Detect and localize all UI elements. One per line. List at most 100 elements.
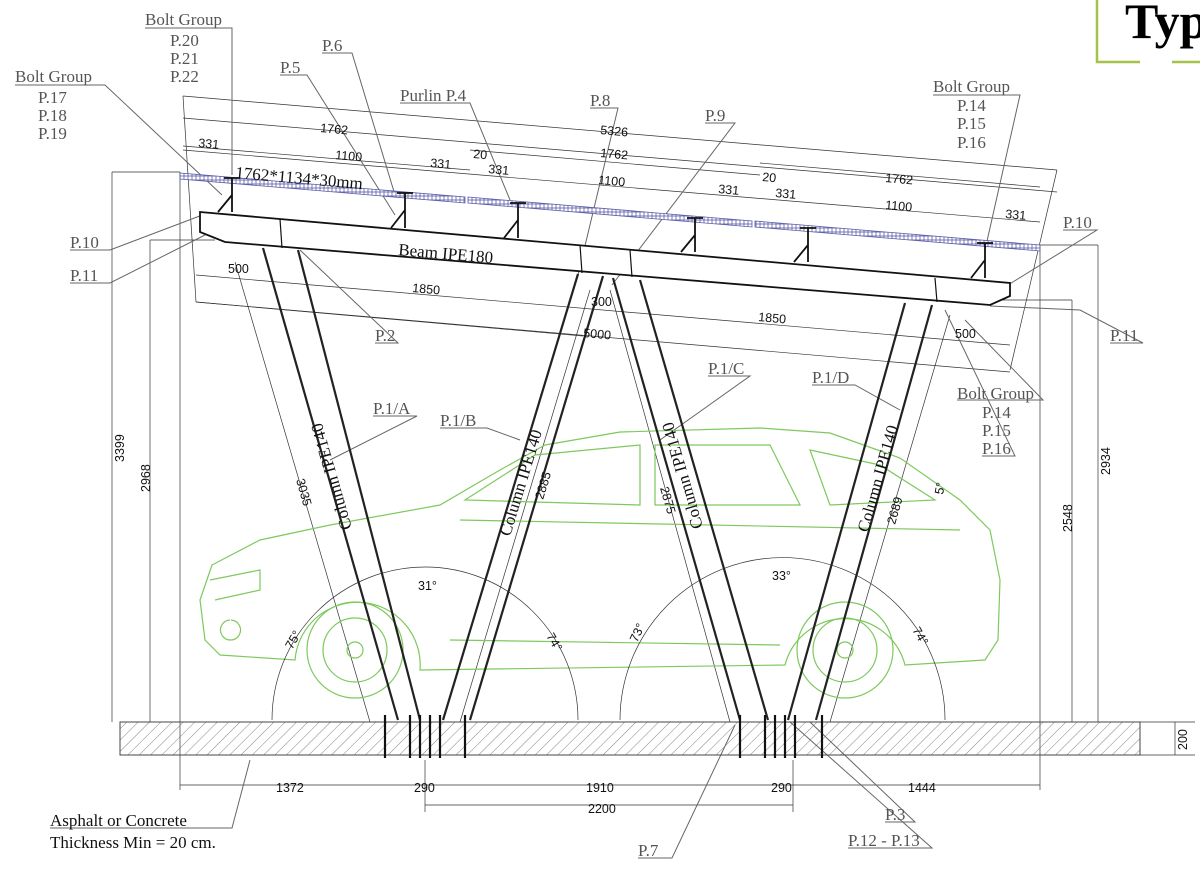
part-label: P.11: [70, 266, 98, 285]
part-label: P.7: [638, 841, 659, 860]
ground-note-line: Thickness Min = 20 cm.: [50, 833, 216, 852]
angle-text: 75°: [282, 628, 304, 651]
dim-text: 1910: [586, 781, 614, 795]
part-label: P.10: [70, 233, 99, 252]
column-label: Column IPE140: [307, 421, 356, 532]
angle-text: 74°: [909, 625, 931, 648]
title-text: Typ: [1125, 0, 1200, 49]
dim-text: 2875: [657, 485, 678, 516]
part-label: P.1/B: [440, 411, 476, 430]
dim-text: 5°: [932, 481, 948, 495]
dim-text: 3035: [293, 477, 314, 508]
dim-text: 2548: [1061, 504, 1075, 532]
dim-text: 290: [414, 781, 435, 795]
component-labels: 1762*1134*30mm Beam IPE180 Column IPE140…: [235, 163, 903, 538]
dim-text: 331: [198, 136, 220, 152]
dim-text: 331: [430, 156, 452, 172]
callouts: Bolt Group P.20 P.21 P.22 Bolt Group P.1…: [15, 10, 1138, 860]
dim-text: 1444: [908, 781, 936, 795]
part-label: P.2: [375, 326, 395, 345]
angle-text: 31°: [418, 579, 437, 593]
column-p1d: [786, 302, 934, 721]
dim-text: 1762: [885, 171, 914, 187]
dimension-texts: 1762 5326 1762 1762 331 1100 331 20 331 …: [113, 121, 1190, 816]
dim-text: 1100: [598, 173, 626, 189]
dim-text: 200: [1176, 729, 1190, 750]
dim-text: 5000: [583, 326, 612, 342]
part-label: Purlin P.4: [400, 86, 467, 105]
title-block: Typ: [1095, 0, 1200, 64]
title-frame: [1095, 0, 1200, 64]
part-label: P.19: [38, 124, 67, 143]
part-label: P.16: [957, 133, 986, 152]
dim-text: 1762: [600, 146, 629, 162]
dim-text: 1100: [335, 148, 363, 164]
solar-panel: [467, 196, 753, 228]
bolt-group-label: Bolt Group: [957, 384, 1034, 403]
part-label: P.14: [957, 96, 986, 115]
ground-note-line: Asphalt or Concrete: [50, 811, 187, 830]
part-label: P.15: [982, 421, 1011, 440]
angle-text: 33°: [772, 569, 791, 583]
part-label: P.10: [1063, 213, 1092, 232]
dim-text: 3399: [113, 434, 127, 462]
solar-panel: [754, 220, 1041, 252]
beam-ipe180: [199, 211, 1011, 306]
column-p1c: [611, 277, 770, 721]
part-label: P.1/A: [373, 399, 411, 418]
dim-text: 2968: [139, 464, 153, 492]
column-p1a: [261, 247, 422, 721]
part-label: P.22: [170, 67, 199, 86]
columns: [261, 247, 934, 721]
part-label: P.21: [170, 49, 199, 68]
angle-text: 73°: [627, 621, 648, 644]
dim-text: 500: [955, 327, 976, 341]
dim-text: 331: [1005, 207, 1027, 223]
dim-text: 2885: [532, 470, 554, 501]
dim-text: 500: [228, 262, 249, 276]
solar-panel: [179, 172, 466, 204]
dim-text: 20: [473, 147, 488, 162]
part-label: P.5: [280, 58, 300, 77]
dim-text: 1372: [276, 781, 304, 795]
part-label: P.12 - P.13: [848, 831, 920, 850]
ground-note: Asphalt or Concrete Thickness Min = 20 c…: [50, 811, 216, 852]
dim-text: 20: [762, 170, 777, 185]
car-outline: [199, 427, 1001, 699]
dim-text: 1850: [412, 281, 441, 297]
dim-text: 1100: [885, 198, 913, 214]
column-p1b: [441, 273, 605, 721]
dim-text: 290: [771, 781, 792, 795]
dim-text: 2689: [884, 495, 905, 526]
part-label: P.9: [705, 106, 725, 125]
bolt-group-label: Bolt Group: [15, 67, 92, 86]
part-label: P.1/D: [812, 368, 849, 387]
ground-slab: [119, 715, 1141, 758]
part-label: P.18: [38, 106, 67, 125]
bolt-group-label: Bolt Group: [933, 77, 1010, 96]
angle-text: 74°: [543, 631, 565, 654]
part-label: P.6: [322, 36, 342, 55]
part-label: P.3: [885, 805, 905, 824]
part-label: P.1/C: [708, 359, 744, 378]
dim-text: 331: [488, 162, 510, 178]
bolt-group-label: Bolt Group: [145, 10, 222, 29]
dim-text: 331: [718, 182, 740, 198]
angle-arcs: [271, 557, 946, 721]
part-label: P.20: [170, 31, 199, 50]
part-label: P.14: [982, 403, 1011, 422]
purlins: [217, 177, 993, 279]
part-label: P.11: [1110, 326, 1138, 345]
solar-panels: [179, 172, 1041, 252]
dimension-lines: [15, 27, 1195, 859]
dim-text: 1762: [320, 121, 349, 137]
dim-text: 300: [591, 295, 612, 309]
dim-text: 5326: [600, 123, 629, 139]
dim-text: 2934: [1099, 447, 1113, 475]
part-label: P.8: [590, 91, 610, 110]
dim-text: 1850: [758, 310, 787, 326]
part-label: P.15: [957, 114, 986, 133]
dim-text: 331: [775, 186, 797, 202]
dim-text: 2200: [588, 802, 616, 816]
